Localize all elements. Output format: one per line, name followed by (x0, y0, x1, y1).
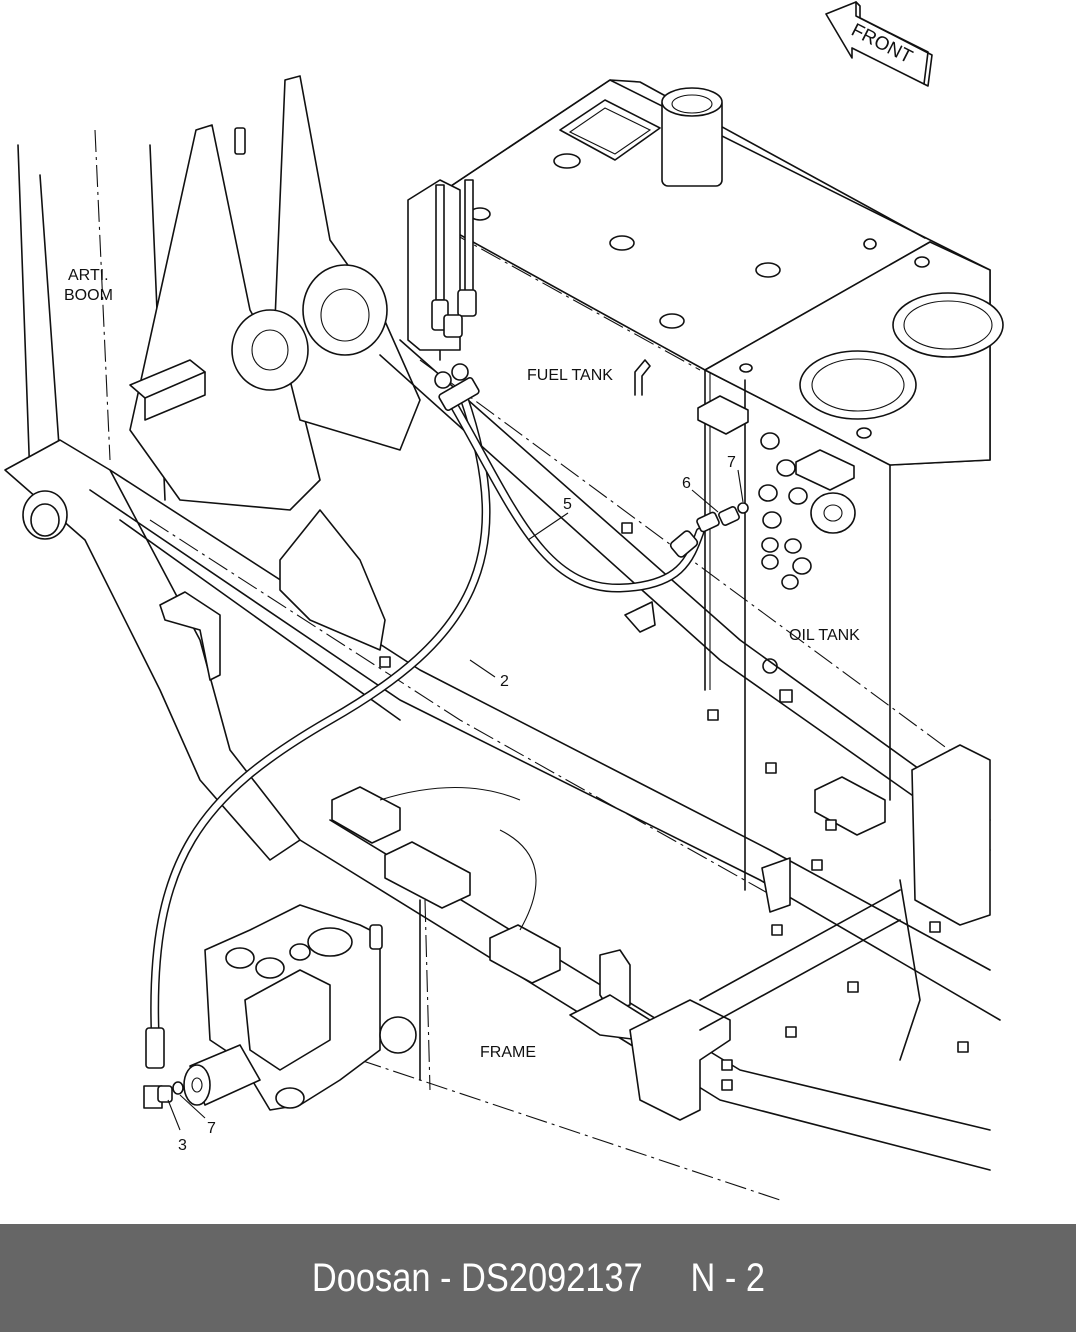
arti-boom-label-line1: ARTI. (68, 267, 109, 284)
callout-2: 2 (500, 673, 509, 690)
arti-boom (4, 75, 421, 861)
callout-6: 6 (682, 475, 691, 492)
frame-label: FRAME (480, 1044, 536, 1061)
callout-7-control-valve: 7 (207, 1120, 216, 1137)
oil-tank-body (697, 241, 1004, 891)
oil-tank-ports (758, 432, 856, 703)
fitting-3-and-oring-7 (143, 1027, 184, 1109)
fuel-tank-label: FUEL TANK (527, 367, 613, 384)
callout-7-oil-tank: 7 (727, 454, 736, 471)
footer-part-reference: Doosan - DS2092137 N - 2 (311, 1255, 765, 1300)
fitting-6-and-oring-7 (669, 502, 749, 558)
arti-boom-label-line2: BOOM (64, 287, 113, 304)
leader-lines (167, 469, 744, 1131)
hose-2 (150, 390, 491, 1035)
frame-structure (89, 339, 1001, 1201)
footer-banner: Doosan - DS2092137 N - 2 (0, 1224, 1076, 1332)
hose-5 (443, 390, 705, 593)
callout-3: 3 (178, 1137, 187, 1154)
callout-5: 5 (563, 496, 572, 513)
front-arrow-icon: FRONT (825, 1, 933, 87)
oil-tank-label: OIL TANK (789, 627, 860, 644)
parts-diagram: FRONT (4, 1, 1004, 1201)
hose-fittings-upper (407, 179, 480, 411)
control-valve (183, 904, 417, 1111)
